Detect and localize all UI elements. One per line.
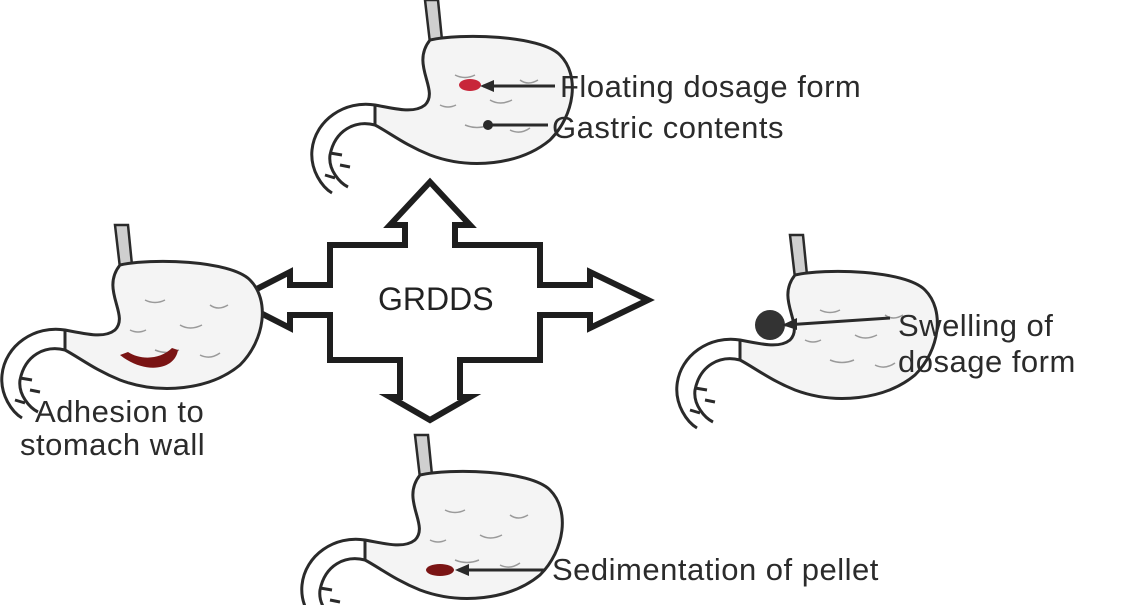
sediment-pellet-marker — [426, 564, 454, 576]
center-cross-arrow: GRDDS — [235, 182, 648, 420]
center-label: GRDDS — [378, 281, 494, 317]
label-sedimentation: Sedimentation of pellet — [552, 552, 879, 587]
floating-dosage-marker — [459, 79, 481, 91]
label-swelling-line1: Swelling of — [898, 308, 1053, 343]
label-gastric-contents: Gastric contents — [552, 110, 784, 145]
label-adhesion-line2: stomach wall — [20, 427, 205, 462]
stomach-top — [312, 0, 573, 193]
stomach-bottom — [302, 435, 563, 605]
stomach-left — [2, 225, 263, 418]
label-adhesion-line1: Adhesion to — [35, 394, 204, 429]
label-swelling-line2: dosage form — [898, 344, 1076, 379]
swollen-dosage-marker — [755, 310, 785, 340]
label-floating-dosage-form: Floating dosage form — [560, 69, 861, 104]
